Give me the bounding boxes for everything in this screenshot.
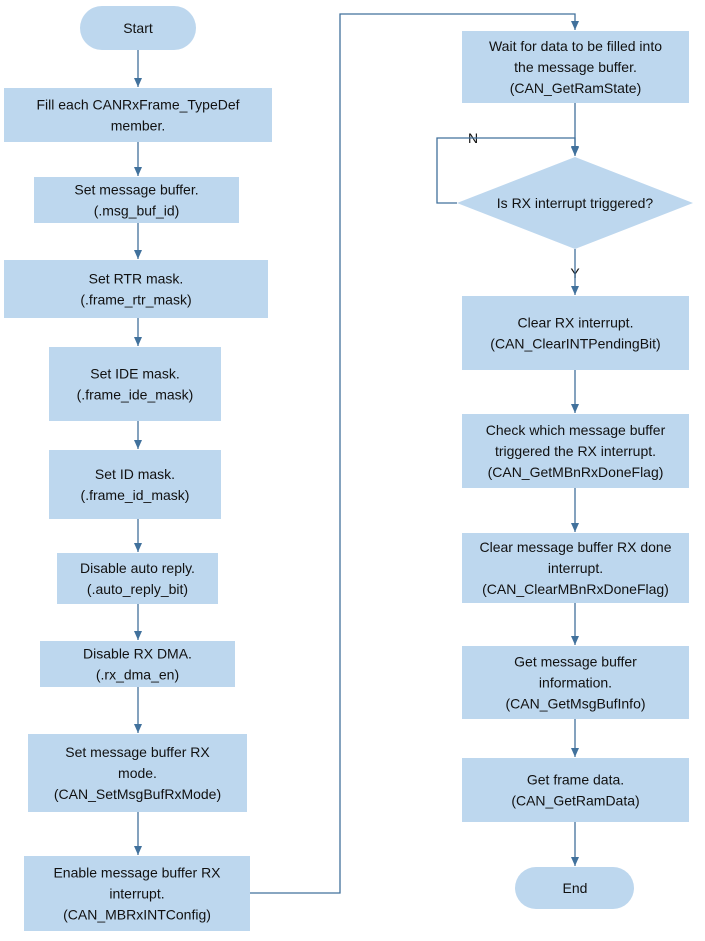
step-box bbox=[40, 641, 235, 687]
step-box-line: (.frame_ide_mask) bbox=[77, 387, 194, 403]
step-box-line: interrupt. bbox=[109, 886, 164, 902]
step-box bbox=[57, 553, 218, 604]
step-box-line: (.rx_dma_en) bbox=[96, 667, 179, 683]
step-box bbox=[462, 758, 689, 822]
step-box-line: triggered the RX interrupt. bbox=[495, 443, 656, 459]
step-box-line: Check which message buffer bbox=[486, 422, 666, 438]
step-box-line: Get message buffer bbox=[514, 654, 637, 670]
step-box-line: (CAN_GetMsgBufInfo) bbox=[505, 696, 645, 712]
step-box-line: Fill each CANRxFrame_TypeDef bbox=[36, 97, 239, 113]
step-box-line: Get frame data. bbox=[527, 772, 624, 788]
step-box-line: (.frame_rtr_mask) bbox=[80, 292, 191, 308]
step-box-line: Set RTR mask. bbox=[89, 271, 184, 287]
step-box-line: Set message buffer. bbox=[74, 182, 198, 198]
step-box bbox=[4, 260, 268, 318]
step-box bbox=[462, 646, 689, 719]
rx-interrupt-decision bbox=[457, 157, 693, 249]
step-box-line: Clear RX interrupt. bbox=[518, 315, 634, 331]
step-box bbox=[462, 533, 689, 603]
wait-box bbox=[462, 31, 689, 103]
step-box-line: Disable RX DMA. bbox=[83, 646, 192, 662]
step-box-line: Clear message buffer RX done bbox=[480, 539, 672, 555]
step-box-line: Set ID mask. bbox=[95, 466, 175, 482]
decision-label: Is RX interrupt triggered? bbox=[497, 195, 654, 211]
step-box-line: (.frame_id_mask) bbox=[81, 487, 190, 503]
step-box bbox=[34, 177, 239, 223]
left-column-steps: Fill each CANRxFrame_TypeDef member. Set m… bbox=[4, 88, 272, 931]
step-box-line: member. bbox=[111, 118, 165, 134]
step-box bbox=[462, 296, 689, 370]
step-box-line: (CAN_GetMBnRxDoneFlag) bbox=[488, 464, 664, 480]
right-column-steps: Wait for data to be filled into the messa… bbox=[462, 31, 689, 822]
step-box bbox=[4, 88, 272, 142]
step-box bbox=[462, 414, 689, 488]
step-box-line: (CAN_ClearINTPendingBit) bbox=[490, 336, 660, 352]
step-box-line: (CAN_GetRamData) bbox=[511, 793, 639, 809]
connectors bbox=[134, 13, 579, 894]
step-box-line: (CAN_SetMsgBufRxMode) bbox=[54, 786, 221, 802]
step-box-line: interrupt. bbox=[548, 560, 603, 576]
step-box-line: information. bbox=[539, 675, 612, 691]
step-box bbox=[24, 856, 250, 931]
wait-box-line: the message buffer. bbox=[514, 59, 637, 75]
step-box-line: Set message buffer RX bbox=[65, 744, 210, 760]
start-label: Start bbox=[123, 20, 153, 36]
step-box-line: mode. bbox=[118, 765, 157, 781]
step-box-line: (.auto_reply_bit) bbox=[87, 581, 188, 597]
step-box-line: Set IDE mask. bbox=[90, 366, 179, 382]
step-box-line: (CAN_MBRxINTConfig) bbox=[63, 907, 211, 923]
wait-box-line: Wait for data to be filled into bbox=[489, 38, 662, 54]
wait-box-line: (CAN_GetRamState) bbox=[510, 80, 641, 96]
step-box-line: (.msg_buf_id) bbox=[94, 203, 180, 219]
step-box bbox=[49, 347, 221, 421]
start-terminator bbox=[80, 6, 196, 50]
step-box bbox=[28, 734, 247, 812]
step-box-line: Disable auto reply. bbox=[80, 560, 195, 576]
step-box bbox=[49, 450, 221, 519]
end-label: End bbox=[563, 880, 588, 896]
step-box-line: (CAN_ClearMBnRxDoneFlag) bbox=[482, 581, 669, 597]
step-box-line: Enable message buffer RX bbox=[53, 865, 221, 881]
end-terminator bbox=[515, 867, 634, 909]
